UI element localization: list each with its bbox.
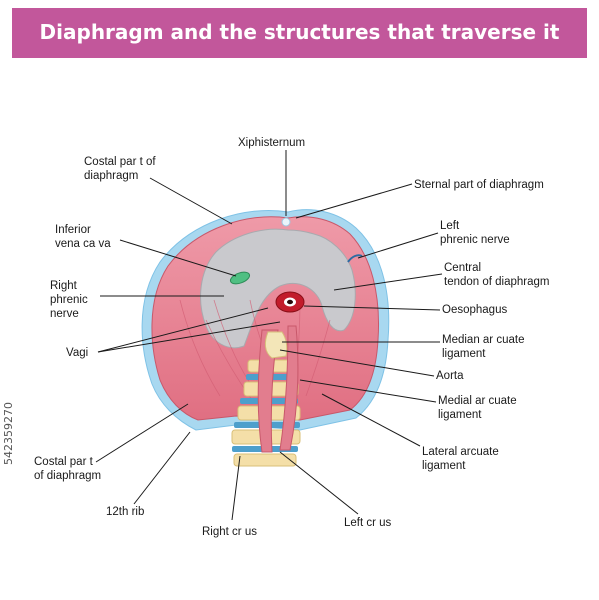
label-12th-rib: 12th rib <box>106 506 145 518</box>
left-phrenic-mark <box>347 254 363 263</box>
label-right-phrenic-nerve: Right phrenic nerve <box>50 280 88 320</box>
label-central-tendon: Central tendon of diaphragm <box>444 262 550 288</box>
label-costal-part-bottom: Costal par t of diaphragm <box>34 456 102 482</box>
title-banner: Diaphragm and the structures that traver… <box>12 8 587 58</box>
label-left-phrenic-nerve: Left phrenic nerve <box>440 220 510 246</box>
label-median-arcuate-ligament: Median ar cuate ligament <box>442 334 525 360</box>
label-lateral-arcuate-ligament: Lateral arcuate ligament <box>422 446 499 472</box>
label-inferior-vena-cava: Inferior vena ca va <box>55 224 111 250</box>
aorta <box>264 331 288 359</box>
label-costal-part-top: Costal par t of diaphragm <box>84 156 156 182</box>
ivc-opening <box>229 271 251 285</box>
label-right-crus: Right cr us <box>202 526 257 538</box>
label-xiphisternum: Xiphisternum <box>238 137 306 149</box>
label-vagi: Vagi <box>66 347 89 359</box>
right-crus <box>257 329 279 453</box>
central-tendon <box>200 228 356 349</box>
left-crus <box>279 325 299 451</box>
page-title: Diaphragm and the structures that traver… <box>39 20 560 44</box>
watermark-id: 542359270 <box>2 402 15 465</box>
leader-lines <box>95 150 443 521</box>
label-sternal-part: Sternal part of diaphragm <box>414 179 544 191</box>
label-aorta: Aorta <box>436 370 464 382</box>
xiphisternum-dot <box>281 217 291 227</box>
label-left-crus: Left cr us <box>344 517 392 529</box>
label-medial-arcuate-ligament: Medial ar cuate ligament <box>438 395 517 421</box>
label-oesophagus: Oesophagus <box>442 304 508 316</box>
